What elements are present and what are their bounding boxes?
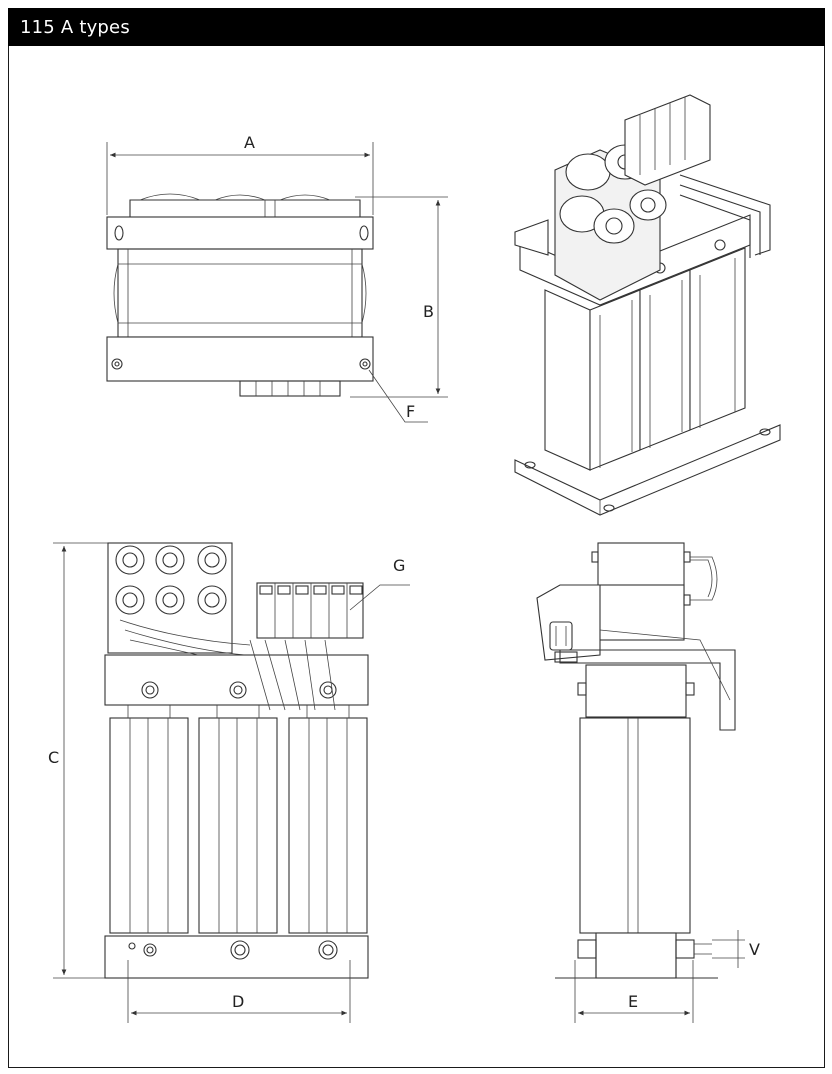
side-coil	[579, 717, 691, 934]
dim-e-label: E	[628, 992, 638, 1011]
coil-1-side	[544, 289, 591, 471]
capacitor-6	[629, 189, 667, 221]
slot-left	[114, 225, 124, 241]
side-bracket	[559, 649, 736, 731]
side-capacitor-bottom	[597, 584, 685, 641]
bolt-left	[111, 358, 123, 370]
capacitor-5	[593, 208, 635, 244]
coil-1-front	[589, 289, 641, 471]
core-body	[117, 248, 363, 338]
coil-3-front	[689, 247, 746, 431]
leader-f	[368, 369, 428, 423]
coil-front-2	[198, 717, 278, 934]
base-plate-front	[104, 935, 369, 979]
side-view: V E	[536, 542, 760, 1023]
coil-front-3	[288, 717, 368, 934]
dim-g-label: G	[393, 556, 405, 575]
dim-d-label: D	[232, 992, 244, 1011]
side-base	[595, 932, 677, 979]
page-title: 115 A types	[8, 8, 825, 46]
mount-tab-left	[514, 219, 549, 256]
capacitor-1	[565, 153, 611, 191]
slot-right	[359, 225, 369, 241]
front-view-top: A B F	[106, 133, 448, 423]
leader-g	[349, 584, 410, 611]
coil-2-front	[639, 269, 691, 451]
dim-f-label: F	[406, 402, 415, 421]
terminal-block	[624, 94, 711, 186]
isometric-view	[514, 94, 781, 516]
side-yoke	[585, 664, 687, 718]
coil-front-1	[109, 717, 189, 934]
terminal-strip-bottom	[239, 380, 341, 397]
front-view-bottom: C G	[48, 542, 410, 1023]
capacitor-plate	[107, 542, 233, 654]
wire-1	[679, 174, 771, 256]
bolt-right	[359, 358, 371, 370]
top-bracket	[129, 199, 361, 217]
bracket-curves	[139, 193, 331, 201]
dim-b-label: B	[423, 302, 434, 321]
dim-v-label: V	[749, 940, 760, 959]
upper-plate	[106, 216, 374, 250]
dim-c-label: C	[48, 748, 59, 767]
dim-a-label: A	[244, 133, 255, 152]
lower-plate	[106, 336, 374, 382]
